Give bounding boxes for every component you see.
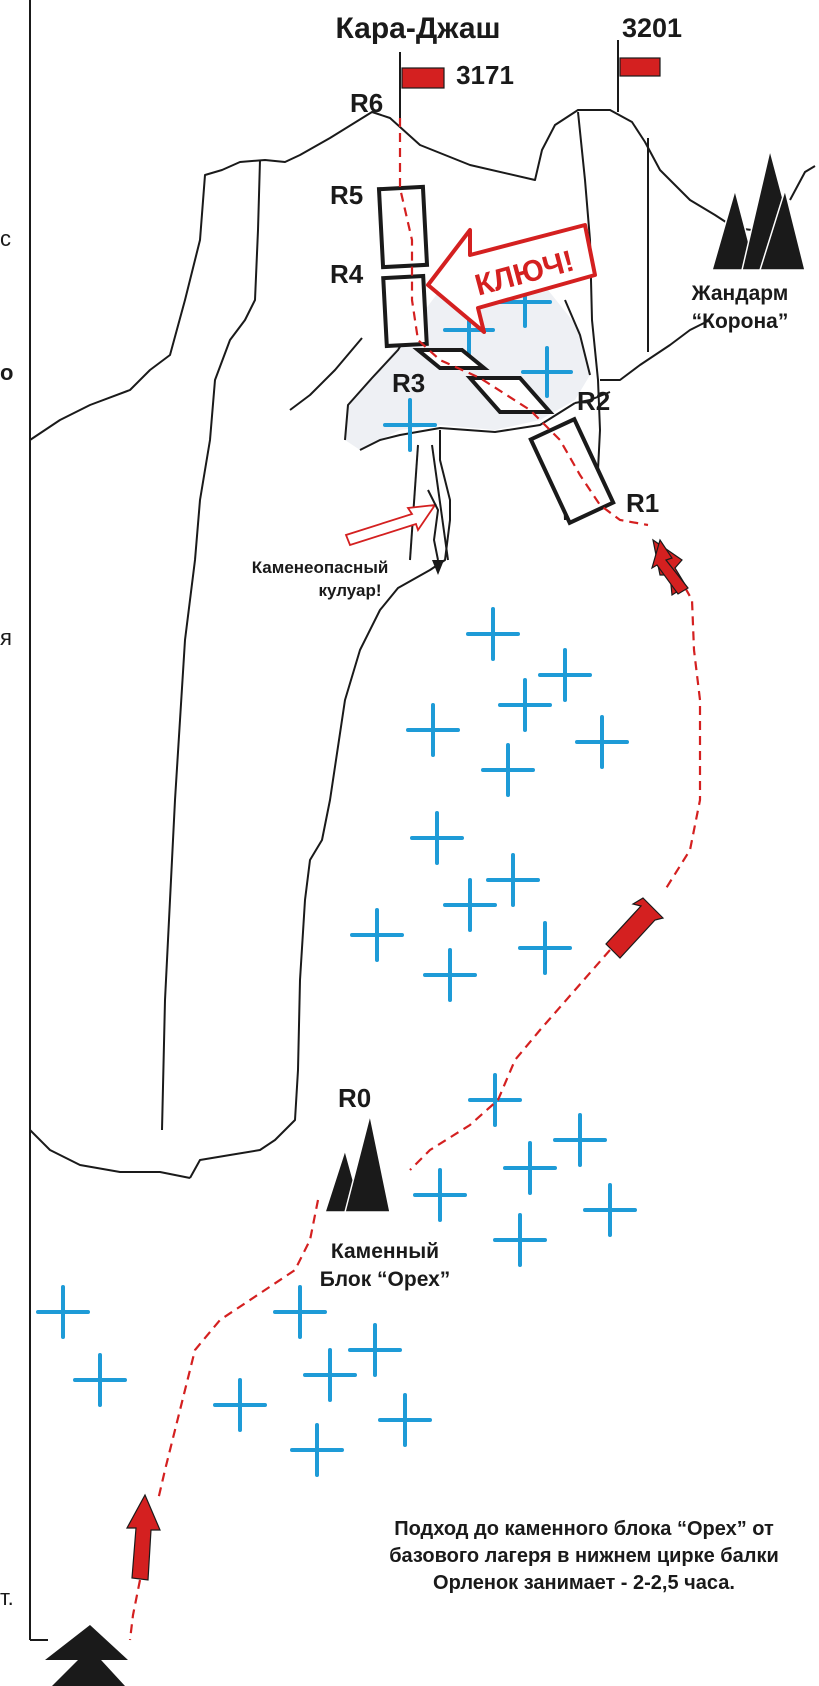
station-label-r3: R3: [392, 368, 425, 398]
note-line-2: базового лагеря в нижнем цирке балки: [389, 1545, 779, 1567]
snow-cross: [378, 1393, 432, 1447]
snow-cross: [406, 703, 460, 757]
flag-3201: [619, 57, 661, 77]
flag-3171: [401, 67, 445, 89]
gendarme-korona: [711, 149, 816, 271]
gendarme-label-2: “Корона”: [692, 310, 789, 333]
note-line-1: Подход до каменного блока “Орех” от: [394, 1518, 774, 1540]
route-arrow: [605, 897, 665, 959]
snow-crosses: [36, 276, 637, 1477]
route-arrow: [651, 538, 689, 595]
couloir-fall-arrow: [427, 489, 440, 561]
snow-cross: [273, 1285, 327, 1339]
peak-elevation-3171: 3171: [456, 60, 514, 90]
station-label-r2: R2: [577, 386, 610, 416]
snow-cross: [486, 853, 540, 907]
route-arrow: [125, 1493, 161, 1581]
snow-cross: [466, 607, 520, 661]
snow-cross: [538, 648, 592, 702]
key-arrow: КЛЮЧ!: [426, 223, 597, 334]
station-label-r4: R4: [330, 259, 364, 289]
station-label-r6: R6: [350, 88, 383, 118]
snow-cross: [350, 908, 404, 962]
boulder-label-1: Каменный: [331, 1240, 439, 1263]
snow-cross: [503, 1141, 557, 1195]
snow-cross: [521, 346, 573, 398]
station-box-r5: [376, 184, 430, 270]
summit-flags: [401, 57, 661, 89]
margin-fragment: я: [0, 625, 12, 650]
station-box-r4: [381, 273, 429, 349]
station-box-r3b: [465, 376, 555, 414]
base-camp-marker: [45, 1625, 128, 1686]
snow-cross: [498, 678, 552, 732]
snow-cross: [413, 1168, 467, 1222]
snow-cross: [468, 1073, 522, 1127]
snow-cross: [575, 715, 629, 769]
couloir-label-1: Каменеопасный: [252, 558, 389, 577]
snow-cross: [423, 948, 477, 1002]
station-label-r0: R0: [338, 1083, 371, 1113]
snow-cross: [213, 1378, 267, 1432]
note-line-3: Орленок занимает - 2-2,5 часа.: [433, 1572, 735, 1594]
station-box-r2: [528, 416, 616, 526]
snow-cross: [383, 398, 437, 452]
snow-cross: [553, 1113, 607, 1167]
snow-cross: [493, 1213, 547, 1267]
route-line: [128, 118, 702, 1641]
gendarme-label-1: Жандарм: [691, 282, 789, 305]
couloir-label-2: кулуар!: [318, 581, 381, 600]
snow-cross: [481, 743, 535, 797]
snow-cross: [36, 1285, 90, 1339]
margin-fragment: с: [0, 226, 11, 251]
snow-cross: [518, 921, 572, 975]
route-arrows: [125, 538, 689, 1581]
mountain-outline: [29, 40, 753, 1179]
couloir-arrow: [344, 489, 444, 575]
snow-cross: [73, 1353, 127, 1407]
boulder-label-2: Блок “Орех”: [320, 1268, 451, 1291]
station-label-r1: R1: [626, 488, 659, 518]
snow-cross: [348, 1323, 402, 1377]
station-label-r5: R5: [330, 180, 363, 210]
snow-cross: [303, 1348, 357, 1402]
peak-name: Кара-Джаш: [335, 12, 500, 45]
peak-elevation-3201: 3201: [622, 13, 682, 43]
snow-cross: [443, 878, 497, 932]
snow-cross: [583, 1183, 637, 1237]
snow-cross: [410, 811, 464, 865]
margin-fragment: т.: [0, 1585, 14, 1610]
snow-cross: [290, 1423, 344, 1477]
station-boxes: [376, 184, 616, 526]
boulder-orekh: [323, 1114, 391, 1213]
margin-fragment: о: [0, 360, 13, 385]
